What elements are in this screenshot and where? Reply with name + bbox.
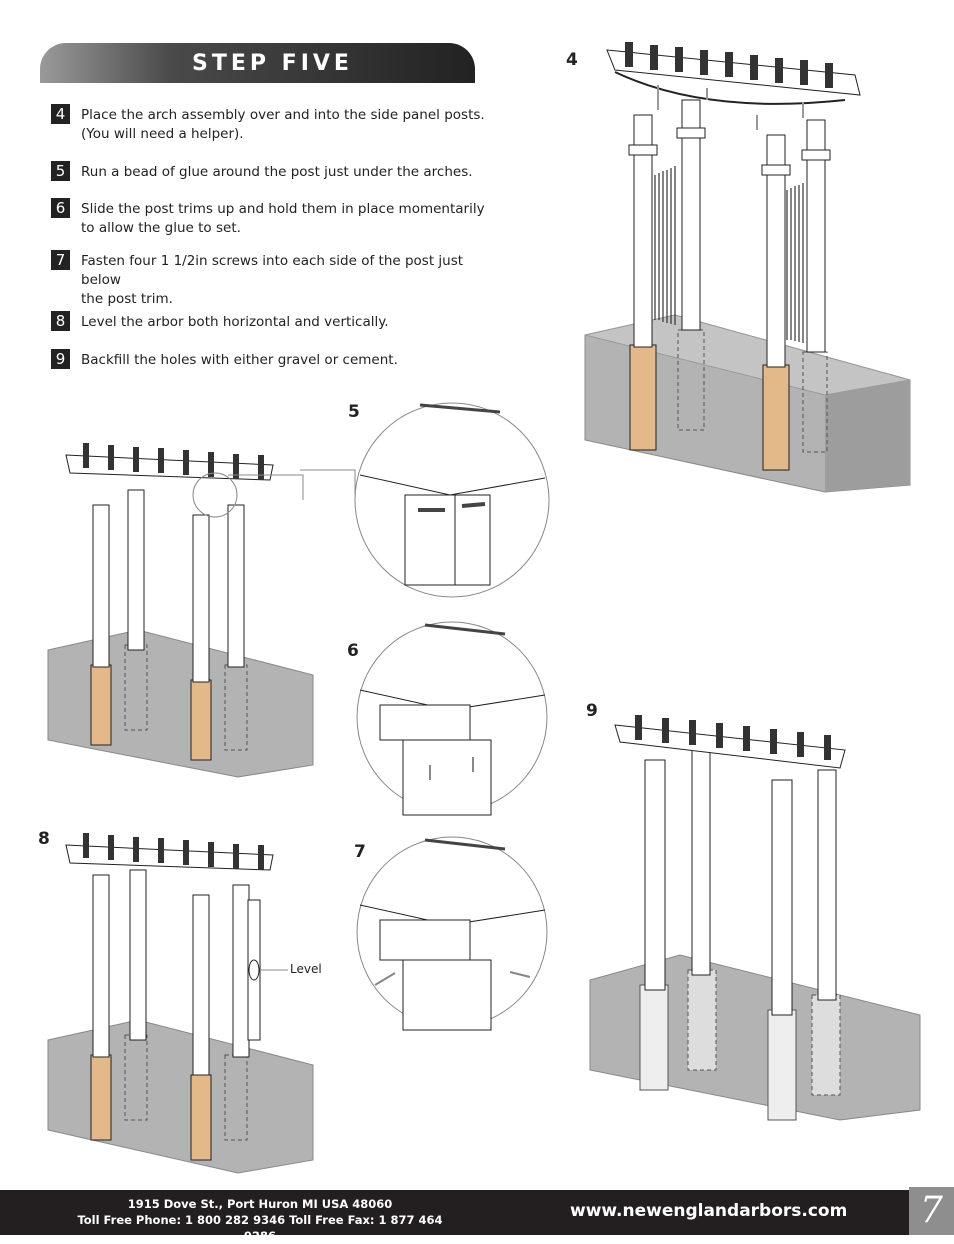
step-text: Backfill the holes with either gravel or…: [81, 352, 398, 368]
step-number: 4: [51, 104, 70, 124]
step-number: 8: [51, 311, 70, 331]
step-number: 6: [51, 198, 70, 218]
figure-5-arbor-overview: [47, 443, 314, 778]
page-number: 7: [909, 1187, 954, 1235]
figure-label-9: 9: [586, 701, 598, 721]
figure-7-screw-detail: [356, 836, 548, 1031]
footer-website-link[interactable]: www.newenglandarbors.com: [570, 1201, 848, 1221]
step-text: Run a bead of glue around the post just …: [81, 164, 473, 180]
footer-address: 1915 Dove St., Port Huron MI USA 48060: [127, 1197, 393, 1211]
step-number: 9: [51, 349, 70, 369]
step-text: Fasten four 1 1/2in screws into each sid…: [81, 253, 464, 288]
figure-label-7: 7: [354, 842, 366, 862]
footer-phone: Toll Free Phone: 1 800 282 9346 Toll Fre…: [77, 1213, 443, 1243]
step-number: 5: [51, 161, 70, 181]
step-text-2: the post trim.: [81, 291, 173, 307]
page-footer: 1915 Dove St., Port Huron MI USA 48060 T…: [0, 1187, 954, 1243]
figure-label-5: 5: [348, 402, 360, 422]
figure-label-6: 6: [347, 641, 359, 661]
figure-4-arbor-assembly: [584, 42, 911, 493]
step-text: Place the arch assembly over and into th…: [81, 107, 485, 123]
step-number: 7: [51, 250, 70, 270]
step-text-2: to allow the glue to set.: [81, 220, 241, 236]
figure-label-4: 4: [566, 50, 578, 70]
figure-label-8: 8: [38, 829, 50, 849]
step-banner: STEP FIVE: [40, 43, 475, 83]
figure-6-post-trim-detail: [356, 621, 548, 816]
step-text-2: (You will need a helper).: [81, 126, 244, 142]
figure-8-arbor-level: [47, 833, 314, 1174]
step-text: Level the arbor both horizontal and vert…: [81, 314, 389, 330]
figure-5-glue-detail: [300, 402, 550, 598]
figure-9-arbor-backfilled: [589, 715, 921, 1121]
step-text: Slide the post trims up and hold them in…: [81, 201, 485, 217]
step-title: STEP FIVE: [192, 51, 353, 76]
level-label: Level: [290, 962, 322, 976]
